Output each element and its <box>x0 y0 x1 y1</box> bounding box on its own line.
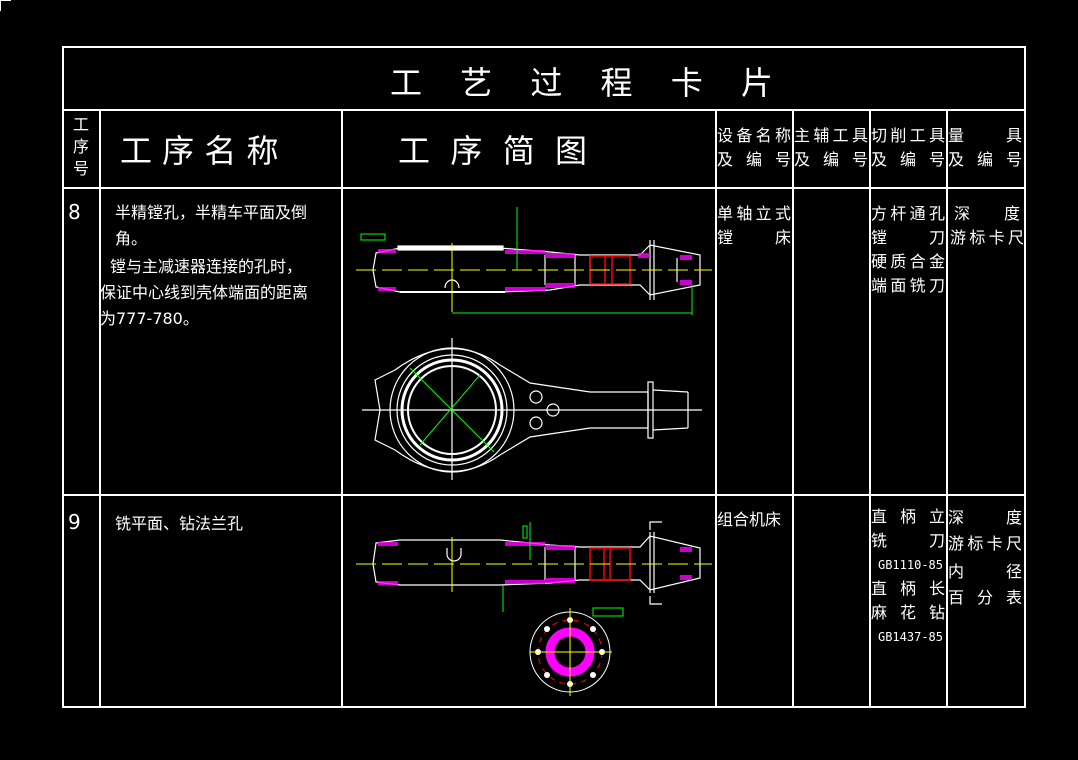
divider <box>715 110 717 707</box>
process-card-frame <box>62 46 1026 708</box>
cell-line: 内 径 <box>948 562 1022 581</box>
cell-line: 直 柄 长 <box>871 579 945 598</box>
cell-line: 游标卡尺 <box>950 228 1024 247</box>
header-cutting-tools: 切削工具 及 编 号 <box>871 124 945 172</box>
cell-line: 百 分 表 <box>948 588 1022 607</box>
card-title: 工 艺 过 程 卡 片 <box>390 64 787 102</box>
header-equipment: 设备名称 及 编 号 <box>717 124 791 172</box>
crosshair-cursor <box>0 0 11 11</box>
header-label: 及 编 号 <box>871 150 945 169</box>
cell-line: 镗 刀 <box>871 228 945 247</box>
step-number: 8 <box>68 200 81 224</box>
header-label: 及 编 号 <box>717 150 791 169</box>
cell-line: 麻 花 钻 <box>871 603 945 622</box>
cell-line: 镗 床 <box>717 228 791 247</box>
divider <box>341 110 343 707</box>
step-description: 半精镗孔，半精车平面及倒 角。 镗与主减速器连接的孔时， 保证中心线到壳体端面的… <box>100 200 340 332</box>
description-line: 角。 <box>115 229 148 248</box>
header-step-no-char: 工 <box>72 115 89 134</box>
header-step-name: 工 序 名 称 <box>120 132 279 170</box>
step-number: 9 <box>68 510 81 534</box>
divider <box>792 110 794 707</box>
step9-section-view <box>372 521 701 605</box>
header-label: 及 编 号 <box>794 150 868 169</box>
cell-line: 深 度 <box>948 508 1022 527</box>
header-step-sketch: 工 序 简 图 <box>398 132 588 170</box>
step8-plan-view <box>362 338 702 480</box>
cell-line: 硬质合金 <box>871 252 945 271</box>
header-step-no: 工 序 号 <box>64 114 98 180</box>
diameter-dimension <box>419 374 481 446</box>
description-line: 半精镗孔，半精车平面及倒 <box>115 203 308 222</box>
cell-line: 端面铣刀 <box>871 276 945 295</box>
divider <box>62 109 1026 111</box>
description-line: 为777-780。 <box>100 309 199 328</box>
cell-line: 方杆通孔 <box>871 204 945 223</box>
step8-dimensions <box>360 207 693 315</box>
step9-dimensions <box>502 522 624 617</box>
cell-line: 组合机床 <box>717 510 782 529</box>
divider <box>946 110 948 707</box>
header-aux-tools: 主辅工具 及 编 号 <box>794 124 868 172</box>
step9-hatching <box>378 542 692 585</box>
cell-line: 游标卡尺 <box>948 534 1022 553</box>
header-label: 量 具 <box>948 126 1022 145</box>
cutting-tools-cell: 直 柄 立 铣 刀 GB1110-85 直 柄 长 麻 花 钻 GB1437-8… <box>871 505 945 649</box>
step9-flange-view <box>529 608 612 696</box>
cell-line: GB1437-85 <box>877 630 943 644</box>
cutting-tools-cell: 方杆通孔 镗 刀 硬质合金 端面铣刀 <box>871 202 945 298</box>
gauges-cell: 深 度 游标卡尺 内 径 百 分 表 <box>948 505 1022 611</box>
diameter-dimension <box>409 367 495 453</box>
cell-line: 单轴立式 <box>717 204 791 223</box>
header-step-no-char: 序 <box>72 137 89 156</box>
step8-hatching <box>378 249 692 291</box>
header-step-no-char: 号 <box>72 159 89 178</box>
description-line: 镗与主减速器连接的孔时， <box>110 257 303 276</box>
cell-line: 直 柄 立 <box>871 507 945 526</box>
header-label: 切削工具 <box>871 126 945 145</box>
cell-line: 深 度 <box>954 204 1020 223</box>
description-line: 铣平面、钻法兰孔 <box>115 514 244 533</box>
divider <box>62 494 1026 496</box>
description-line: 保证中心线到壳体端面的距离 <box>100 283 309 302</box>
header-label: 及 编 号 <box>948 150 1022 169</box>
header-gauges: 量 具 及 编 号 <box>948 124 1022 172</box>
divider <box>62 187 1026 189</box>
divider <box>99 110 101 707</box>
cell-line: 铣 刀 <box>871 531 945 550</box>
equipment-cell: 单轴立式 镗 床 <box>717 202 791 250</box>
divider <box>869 110 871 707</box>
header-label: 主辅工具 <box>794 126 868 145</box>
equipment-cell: 组合机床 <box>717 508 781 532</box>
header-label: 设备名称 <box>717 126 791 145</box>
cell-line: GB1110-85 <box>877 558 943 572</box>
gauges-cell: 深 度 游标卡尺 <box>950 202 1024 250</box>
